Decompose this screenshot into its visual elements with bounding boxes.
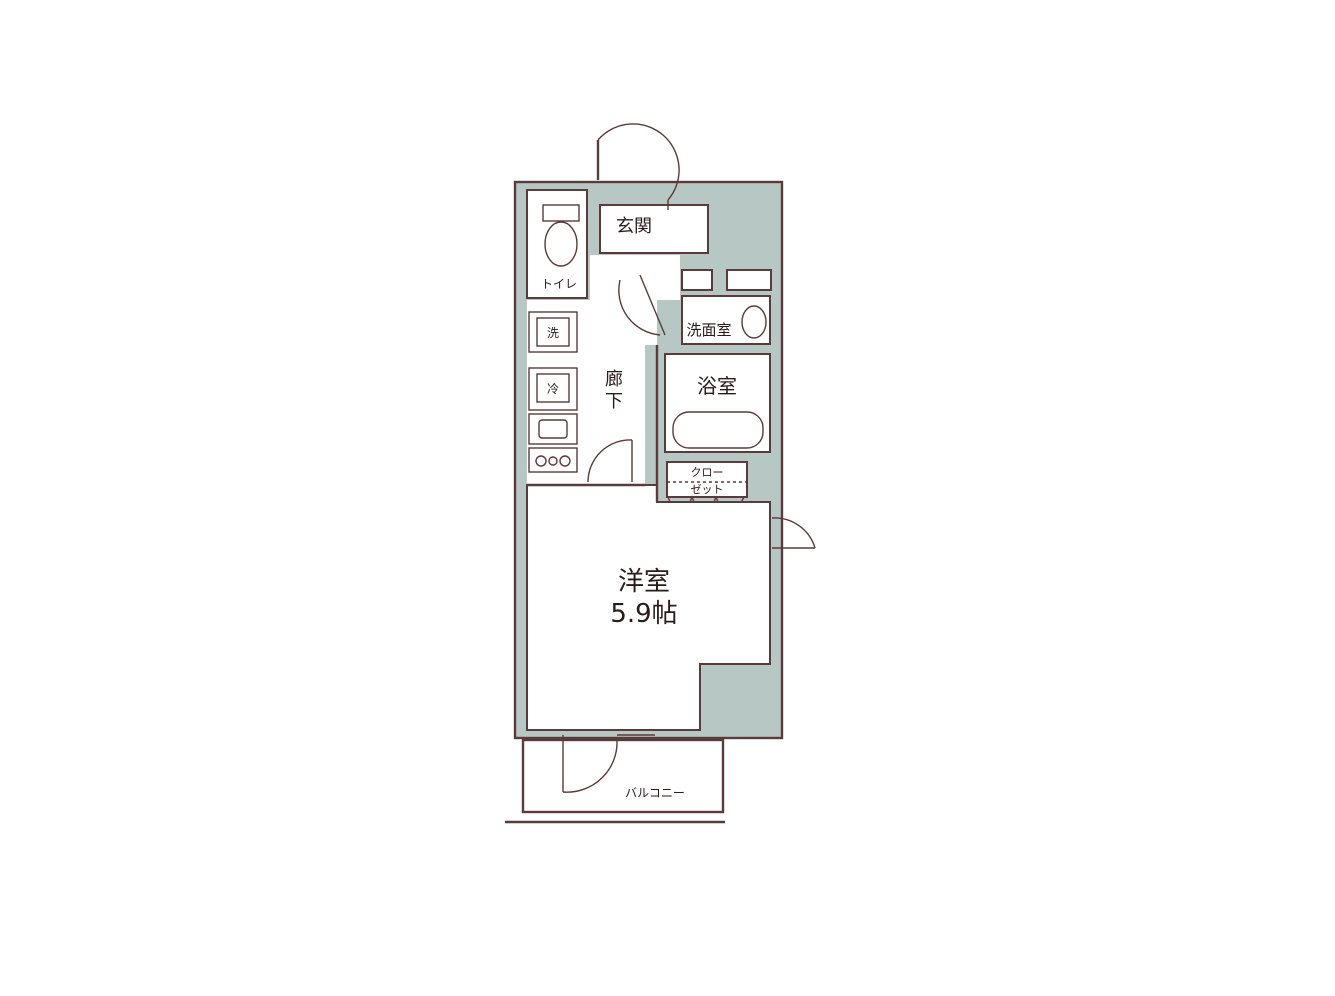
room-door-swing [587, 439, 633, 483]
burner-icon [548, 456, 558, 466]
western-room-label: 洋室 [618, 567, 670, 597]
entrance-area [599, 204, 709, 254]
washer-inner [536, 317, 570, 347]
stove-box [528, 447, 578, 473]
washer-box [528, 311, 578, 353]
hall-door-swing [618, 279, 661, 336]
burner-icon [535, 455, 547, 467]
entrance-label: 玄関 [616, 216, 652, 237]
balcony-door-swing [562, 739, 618, 793]
cabinet-1 [681, 269, 713, 291]
outer-wall [513, 180, 784, 740]
washer-label: 洗 [547, 326, 559, 340]
bathroom-label: 浴室 [697, 374, 737, 398]
toilet-label: トイレ [541, 277, 577, 291]
burner-icon [559, 455, 571, 467]
washroom-area [681, 295, 771, 345]
washbasin-icon [741, 305, 767, 339]
hall-door-leaf [639, 274, 666, 336]
fridge-box [528, 367, 578, 411]
closet-label-top: クロー [691, 466, 724, 479]
closet-label-bottom: ゼット [691, 483, 724, 496]
fridge-label: 冷 [547, 382, 559, 396]
closet-area [666, 461, 748, 498]
balcony-area [521, 738, 725, 814]
front-door-swing [597, 123, 680, 201]
hallway-label-bottom: 下 [605, 391, 623, 412]
side-door-swing [771, 517, 816, 549]
toilet-bowl-icon [544, 221, 578, 267]
balcony-label: バルコニー [625, 786, 685, 800]
cabinet-2 [726, 269, 772, 291]
entrance-lower [590, 255, 680, 300]
western-room-size: 5.9帖 [610, 599, 677, 629]
hallway-label-top: 廊 [605, 369, 623, 390]
bathroom-area [664, 353, 771, 453]
bathtub-icon [672, 411, 764, 449]
sink-icon [538, 419, 568, 439]
washroom-label: 洗面室 [686, 321, 731, 339]
fridge-inner [536, 373, 570, 403]
toilet-tank-icon [542, 204, 580, 222]
sink-box [528, 413, 578, 445]
